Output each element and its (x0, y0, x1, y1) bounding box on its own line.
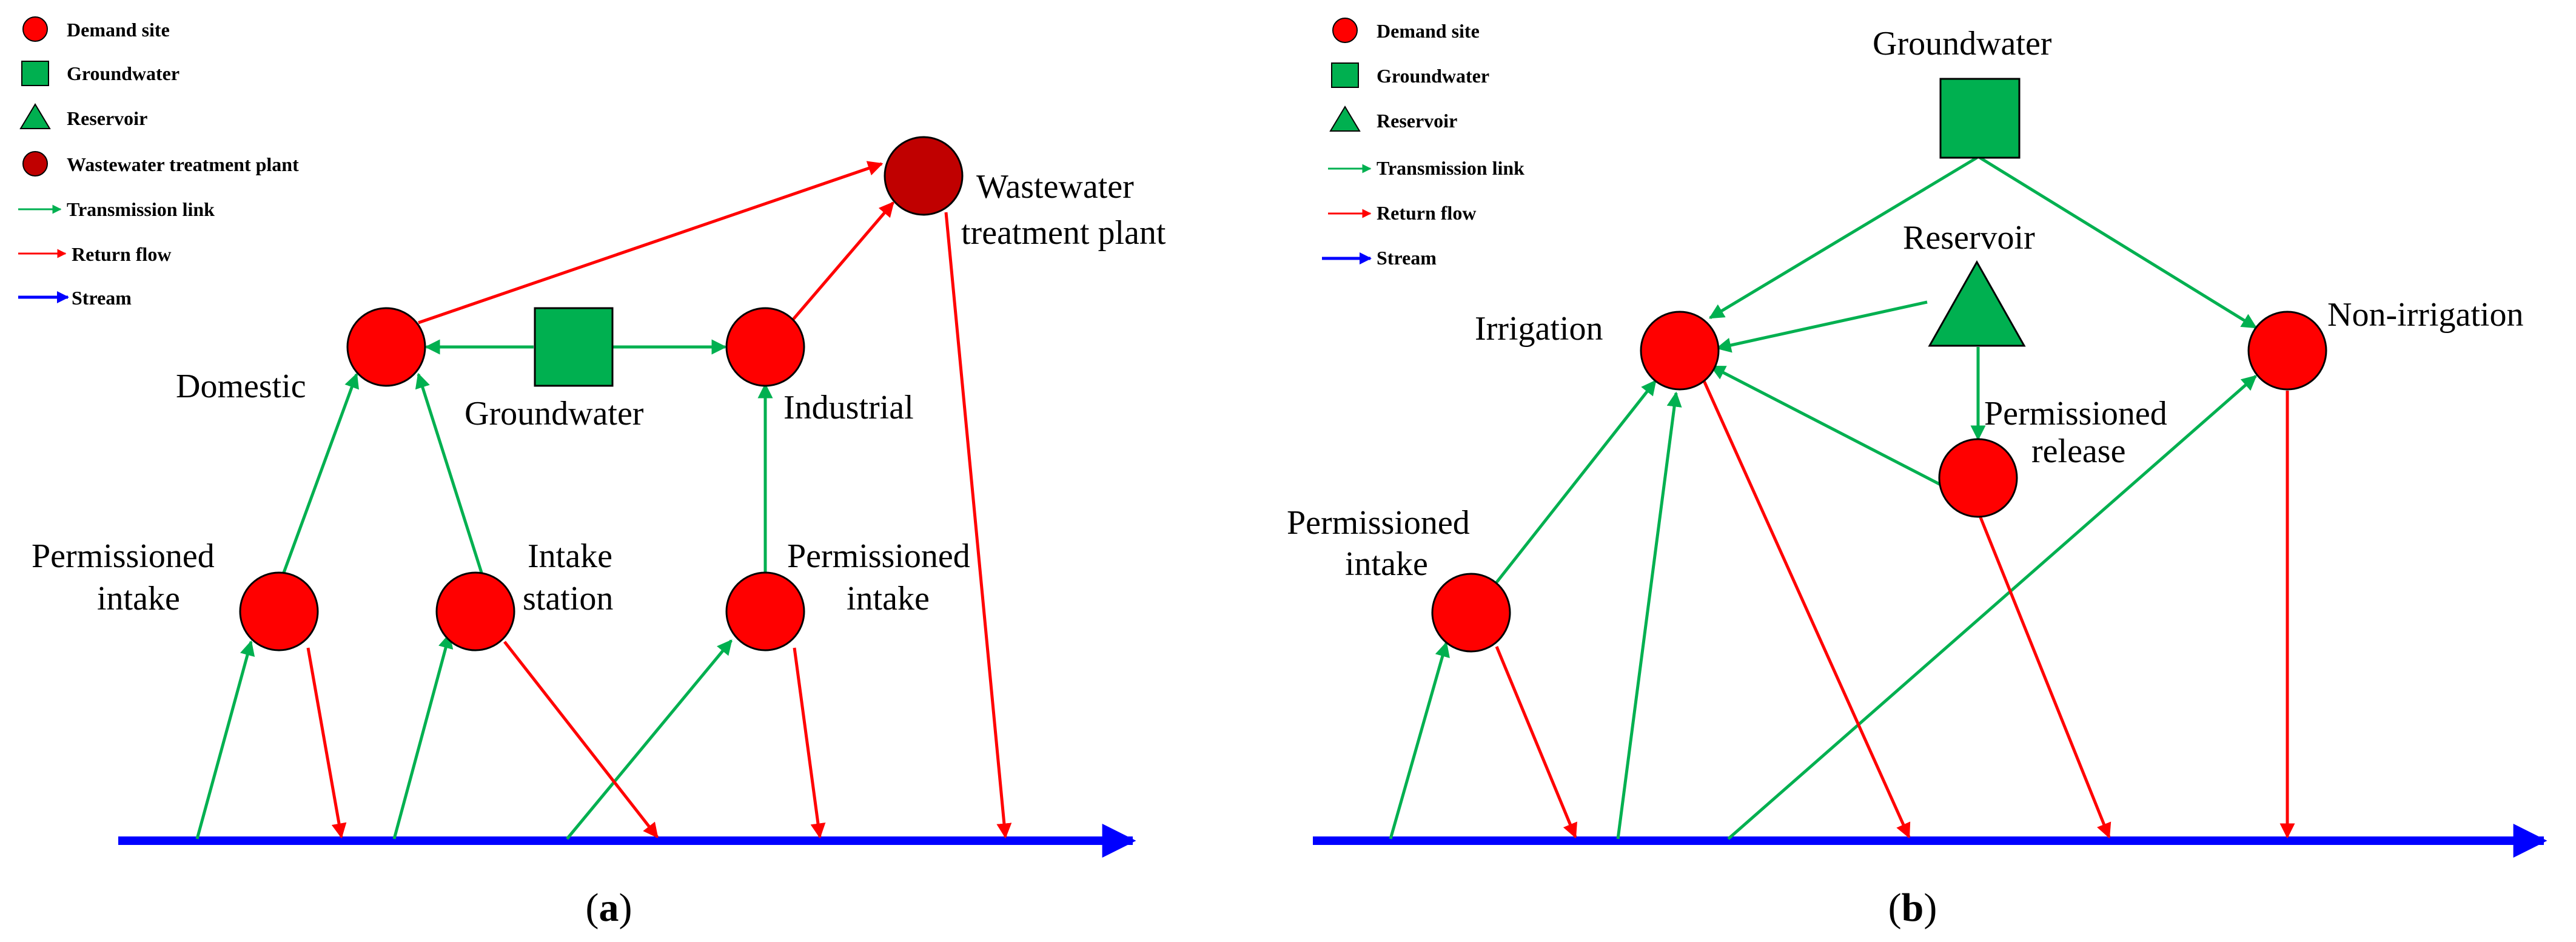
link-perm-intake-left-to-domestic (282, 372, 359, 573)
perm-intake-node-b (1431, 573, 1511, 653)
link-stream-to-perm-intake-left (195, 640, 255, 839)
legend-wastewater-plant-label: Wastewater treatment plant (67, 153, 299, 175)
link-stream-to-perm-intake-b (1389, 641, 1450, 839)
link-groundwater-to-non-irrigation (1979, 156, 2258, 329)
return-perm-intake-right-to-stream (793, 647, 826, 839)
transmission-links-b (1389, 156, 2258, 840)
intake-station-label-line2: station (523, 580, 613, 617)
link-intake-station-to-domestic (415, 372, 483, 573)
legend-stream-label: Stream (72, 287, 132, 309)
legend-demand-site-icon (22, 16, 48, 42)
legend-return-flow-label-b: Return flow (1377, 202, 1476, 224)
perm-intake-left-label-line2: intake (97, 580, 180, 617)
legend-groundwater-label: Groundwater (67, 62, 179, 84)
legend-reservoir-icon-b (1329, 106, 1361, 132)
link-reservoir-to-irrigation (1716, 300, 1928, 353)
link-stream-to-perm-intake-right (566, 639, 733, 840)
link-perm-intake-to-irrigation (1495, 380, 1657, 584)
legend-groundwater-label-b: Groundwater (1377, 65, 1489, 87)
legend-demand-site-label-b: Demand site (1377, 20, 1480, 42)
legend-groundwater-icon (21, 61, 49, 86)
legend-reservoir-label-b: Reservoir (1377, 110, 1457, 132)
groundwater-label-a: Groundwater (465, 395, 644, 432)
legend-wastewater-plant-icon (22, 151, 48, 177)
return-intake-station-to-stream (503, 641, 659, 838)
return-wastewater-to-stream (944, 212, 1012, 839)
perm-intake-right-label-line2: intake (847, 580, 930, 617)
caption-b-letter: b (1902, 886, 1924, 930)
perm-intake-left-node (239, 571, 319, 651)
return-domestic-to-wastewater (418, 161, 884, 325)
legend-transmission-link-label-b: Transmission link (1377, 157, 1524, 179)
perm-intake-label-b-line1: Permissioned (1287, 504, 1470, 542)
irrigation-node (1640, 311, 1720, 391)
return-flows-a (306, 161, 1012, 839)
return-perm-intake-left-to-stream (306, 647, 347, 839)
return-irrigation-to-stream (1702, 380, 1911, 839)
caption-a-open: ( (586, 886, 599, 930)
caption-b-open: ( (1888, 886, 1902, 930)
legend-reservoir-label: Reservoir (67, 107, 147, 129)
non-irrigation-node (2247, 311, 2327, 391)
legend-b: Demand site Groundwater Reservoir Transm… (1322, 18, 1524, 269)
reservoir-node (1928, 260, 2026, 347)
perm-release-label-line2: release (2031, 432, 2125, 470)
return-perm-intake-to-stream-b (1495, 646, 1577, 839)
wastewater-label-line2: treatment plant (961, 214, 1166, 252)
legend-reservoir-icon (19, 103, 51, 129)
perm-release-node (1938, 438, 2018, 518)
caption-b-close: ) (1924, 886, 1937, 930)
industrial-node (725, 307, 805, 387)
link-groundwater-to-irrigation (1708, 156, 1978, 320)
groundwater-label-b: Groundwater (1873, 25, 2052, 62)
return-perm-release-to-stream (1977, 514, 2111, 839)
non-irrigation-label: Non-irrigation (2327, 296, 2523, 334)
panel-a: Demand site Groundwater Reservoir Wastew… (18, 16, 1166, 930)
perm-release-label-line1: Permissioned (1984, 395, 2167, 432)
legend-demand-site-icon-b (1332, 18, 1358, 43)
link-stream-to-intake-station (392, 633, 454, 839)
wastewater-plant-node (884, 136, 964, 216)
perm-intake-right-node (725, 571, 805, 651)
link-perm-release-to-irrigation (1709, 365, 1943, 487)
link-stream-to-irrigation (1616, 391, 1682, 839)
legend-return-flow-label: Return flow (72, 243, 171, 265)
caption-a: (a) (586, 886, 632, 930)
perm-intake-label-b-line2: intake (1345, 545, 1428, 583)
return-industrial-to-wastewater (790, 201, 894, 323)
legend-stream-label-b: Stream (1377, 247, 1437, 269)
intake-station-label-line1: Intake (528, 537, 612, 575)
perm-intake-right-label-line1: Permissioned (787, 537, 970, 575)
legend-groundwater-icon-b (1331, 62, 1359, 88)
intake-station-node (435, 571, 515, 651)
industrial-label: Industrial (783, 389, 914, 426)
caption-b: (b) (1888, 886, 1937, 930)
domestic-label: Domestic (176, 368, 306, 405)
legend-transmission-link-label: Transmission link (67, 198, 215, 220)
return-flows-b (1495, 380, 2295, 839)
legend-a: Demand site Groundwater Reservoir Wastew… (18, 16, 299, 309)
legend-demand-site-label: Demand site (67, 19, 170, 41)
domestic-node (346, 307, 426, 387)
panel-b: Demand site Groundwater Reservoir Transm… (1287, 18, 2547, 930)
caption-a-letter: a (599, 886, 619, 930)
wastewater-label-line1: Wastewater (976, 168, 1134, 206)
groundwater-node-a (534, 307, 614, 387)
groundwater-node-b (1939, 78, 2021, 159)
reservoir-label: Reservoir (1903, 219, 2035, 257)
irrigation-label: Irrigation (1475, 310, 1603, 348)
caption-a-close: ) (619, 886, 632, 930)
link-stream-to-non-irrigation (1727, 375, 2257, 840)
perm-intake-left-label-line1: Permissioned (32, 537, 215, 575)
